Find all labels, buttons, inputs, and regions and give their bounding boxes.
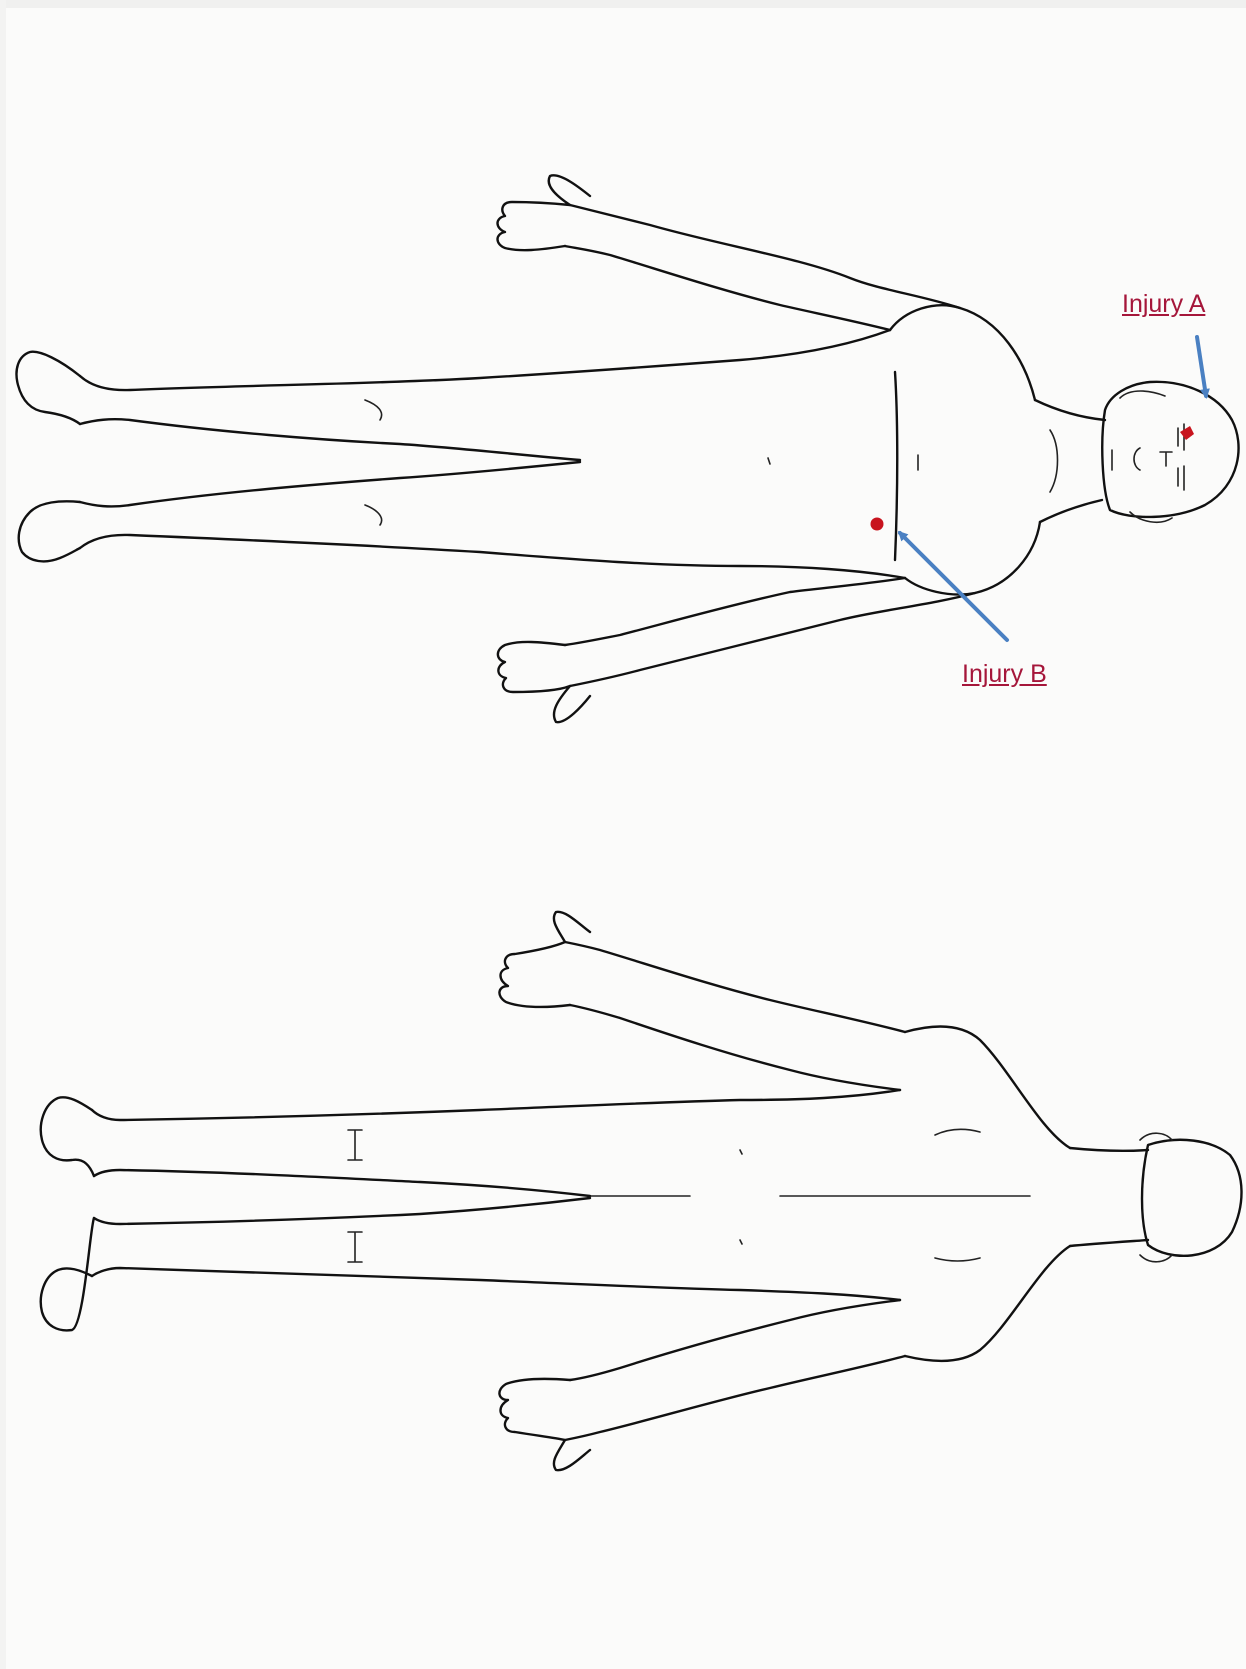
injury-b-label: Injury B	[962, 660, 1047, 689]
front-neck-bottom	[1040, 500, 1102, 522]
back-waist-mark-bottom	[740, 1240, 742, 1244]
back-knee-bottom	[348, 1232, 362, 1262]
back-foot-top	[41, 1097, 94, 1176]
back-foot-bottom	[41, 1218, 94, 1330]
front-collarbone	[1050, 430, 1058, 492]
back-knee-top	[348, 1130, 362, 1160]
back-leg-top-outer	[92, 1090, 900, 1120]
back-arm-top-outer	[565, 942, 905, 1032]
front-knee-top	[365, 400, 382, 420]
injury-a-mark	[1180, 426, 1194, 440]
injury-b-mark	[871, 518, 884, 531]
front-nose	[1134, 448, 1140, 470]
front-eye-upper	[1178, 424, 1184, 450]
front-arm-bottom-outer	[570, 593, 975, 686]
back-neck-top	[1070, 1148, 1148, 1151]
back-hand-top	[499, 912, 590, 1007]
injury-a-label: Injury A	[1122, 290, 1205, 319]
back-hand-bottom	[499, 1379, 590, 1470]
back-leg-bottom-outer	[92, 1268, 900, 1300]
back-arm-bottom-inner	[570, 1300, 900, 1380]
front-chest-line-top	[895, 372, 897, 560]
front-leg-bottom-outer	[80, 535, 905, 578]
front-hand-bottom	[498, 642, 590, 722]
front-foot-top	[17, 352, 81, 424]
back-shoulder-bottom	[905, 1246, 1070, 1361]
back-scapula-top	[935, 1129, 980, 1135]
back-head	[1142, 1140, 1242, 1256]
front-body-figure	[17, 175, 1239, 722]
front-arm-bottom-inner	[565, 578, 905, 645]
front-head	[1102, 382, 1238, 517]
injury-a-arrow	[1197, 337, 1206, 396]
front-navel	[768, 458, 770, 464]
front-ear-top	[1120, 391, 1165, 398]
front-knee-bottom	[365, 505, 382, 525]
front-hand-top	[498, 175, 591, 250]
back-body-figure	[41, 912, 1242, 1470]
back-leg-top-inner	[94, 1170, 590, 1196]
front-leg-top-outer	[80, 330, 890, 390]
back-neck-bottom	[1070, 1240, 1148, 1246]
back-leg-bottom-inner	[94, 1198, 590, 1224]
front-neck-top	[1035, 400, 1105, 420]
back-shoulder-top	[905, 1027, 1070, 1148]
front-eye-lower	[1178, 466, 1184, 490]
front-brow-marks	[1160, 452, 1172, 466]
front-foot-bottom	[19, 501, 80, 561]
back-ear-top	[1140, 1133, 1172, 1140]
front-leg-top-inner	[80, 419, 580, 460]
back-ear-bottom	[1140, 1255, 1172, 1262]
back-scapula-bottom	[935, 1258, 980, 1261]
front-arm-top-inner	[565, 246, 890, 330]
front-leg-bottom-inner	[80, 462, 580, 506]
front-shoulder-top	[890, 305, 1035, 400]
back-waist-mark-top	[740, 1150, 742, 1154]
front-arm-top-outer	[570, 205, 960, 308]
